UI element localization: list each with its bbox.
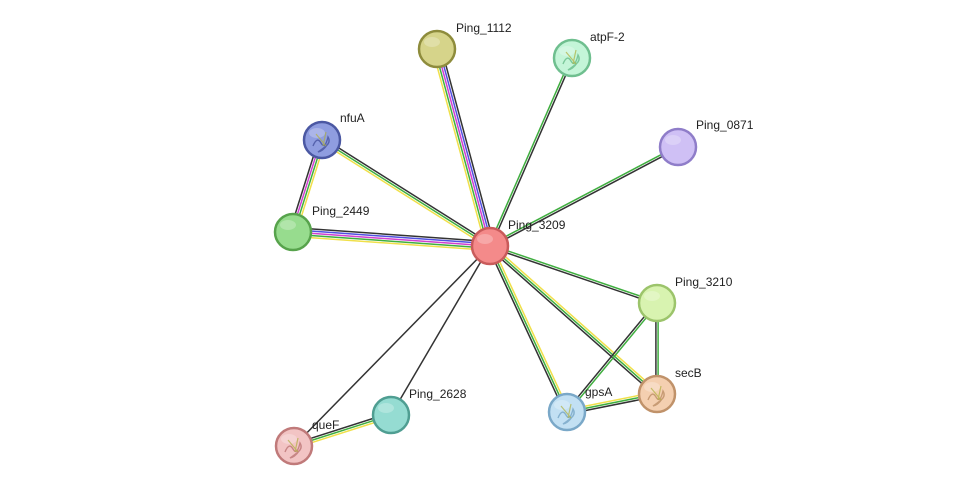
node-atpF-2[interactable]: atpF-2 [552, 30, 625, 78]
edge-line [292, 235, 490, 252]
node-label: Ping_3210 [675, 275, 733, 289]
edge-Ping_3209-Ping_2628[interactable] [390, 245, 491, 416]
node-circle[interactable] [637, 283, 677, 323]
node-highlight [554, 400, 570, 410]
node-label: Ping_0871 [696, 118, 754, 132]
edge-line [390, 245, 491, 416]
edge-Ping_3209-atpF-2[interactable] [488, 57, 574, 247]
edge-line [491, 244, 570, 412]
node-Ping_1112[interactable]: Ping_1112 [417, 21, 512, 69]
node-label: Ping_3209 [508, 218, 566, 232]
structure-detail-icon [287, 437, 299, 453]
structure-detail-icon [560, 403, 572, 419]
edge-Ping_3209-Ping_2449[interactable] [292, 226, 491, 252]
edge-line [487, 246, 566, 414]
node-circle[interactable] [637, 374, 677, 414]
node-label: secB [675, 366, 702, 380]
structure-thumbnail-icon [284, 441, 302, 459]
edge-line [440, 47, 495, 246]
edge-line [321, 139, 491, 247]
structure-detail-icon [315, 131, 327, 147]
node-Ping_3209[interactable]: Ping_3209 [470, 218, 566, 266]
node-Ping_3210[interactable]: Ping_3210 [637, 275, 733, 323]
node-highlight [424, 37, 440, 47]
edge-line [489, 246, 657, 305]
structure-thumbnail-icon [557, 407, 575, 425]
edge-line [292, 231, 491, 247]
structure-thumbnail-icon [562, 53, 580, 71]
edge-Ping_3209-secB[interactable] [488, 243, 659, 397]
edge-line [432, 49, 487, 248]
structure-thumbnail-icon [647, 389, 665, 407]
edge-line [436, 48, 491, 247]
edge-line [292, 233, 490, 249]
edge-line [489, 245, 658, 395]
node-highlight [378, 403, 394, 413]
structure-detail-icon [565, 49, 577, 65]
node-circle[interactable] [371, 395, 411, 435]
edge-line [488, 247, 657, 397]
edge-line [293, 245, 491, 447]
node-label: queF [312, 418, 339, 432]
node-secB[interactable]: secB [637, 366, 702, 414]
edge-line [490, 243, 659, 393]
edge-Ping_3209-Ping_0871[interactable] [489, 145, 679, 248]
edge-line [490, 58, 574, 247]
edge-line [565, 301, 657, 412]
edge-line [567, 303, 659, 414]
edge-line [490, 147, 679, 248]
edge-line [438, 48, 493, 246]
structure-detail-icon [650, 385, 662, 401]
node-label: Ping_1112 [456, 21, 512, 35]
node-circle[interactable] [547, 392, 587, 432]
node-circle[interactable] [302, 120, 342, 160]
node-highlight [309, 128, 325, 138]
edge-Ping_3209-Ping_3210[interactable] [489, 244, 658, 305]
node-highlight [559, 46, 575, 56]
edge-line [293, 226, 491, 243]
node-circle[interactable] [417, 29, 457, 69]
node-circle[interactable] [552, 38, 592, 78]
edge-line [293, 229, 491, 245]
node-label: gpsA [585, 385, 612, 399]
node-circle[interactable] [658, 127, 698, 167]
node-nfuA[interactable]: nfuA [302, 111, 365, 160]
node-circle[interactable] [470, 226, 510, 266]
edge-line [434, 49, 489, 247]
edge-line [322, 137, 492, 245]
edge-line [489, 245, 568, 413]
node-highlight [665, 135, 681, 145]
edge-line [488, 57, 572, 246]
edge-line [490, 244, 658, 303]
node-label: nfuA [340, 111, 365, 125]
structure-thumbnail-icon [312, 135, 330, 153]
node-circle[interactable] [274, 426, 314, 466]
edge-Ping_3210-gpsA[interactable] [565, 301, 659, 414]
node-label: atpF-2 [590, 30, 625, 44]
edge-Ping_3209-gpsA[interactable] [487, 244, 570, 414]
edge-line [320, 141, 490, 249]
node-Ping_2449[interactable]: Ping_2449 [273, 204, 370, 252]
node-gpsA[interactable]: gpsA [547, 385, 612, 432]
node-highlight [477, 234, 493, 244]
edge-line [489, 145, 678, 246]
node-queF[interactable]: queF [274, 418, 339, 466]
node-label: Ping_2628 [409, 387, 467, 401]
node-Ping_2628[interactable]: Ping_2628 [371, 387, 467, 435]
node-highlight [280, 220, 296, 230]
edge-Ping_3209-Ping_1112[interactable] [432, 47, 495, 248]
node-label: Ping_2449 [312, 204, 370, 218]
node-Ping_0871[interactable]: Ping_0871 [658, 118, 754, 167]
node-highlight [281, 434, 297, 444]
edge-Ping_3209-nfuA[interactable] [320, 137, 492, 249]
nodes-layer: Ping_3209 Ping_1112 atpF-2 nfuA Ping_0871Pin… [273, 21, 754, 466]
edge-Ping_3209-queF[interactable] [293, 245, 491, 447]
node-circle[interactable] [273, 212, 313, 252]
node-highlight [644, 291, 660, 301]
node-highlight [644, 382, 660, 392]
